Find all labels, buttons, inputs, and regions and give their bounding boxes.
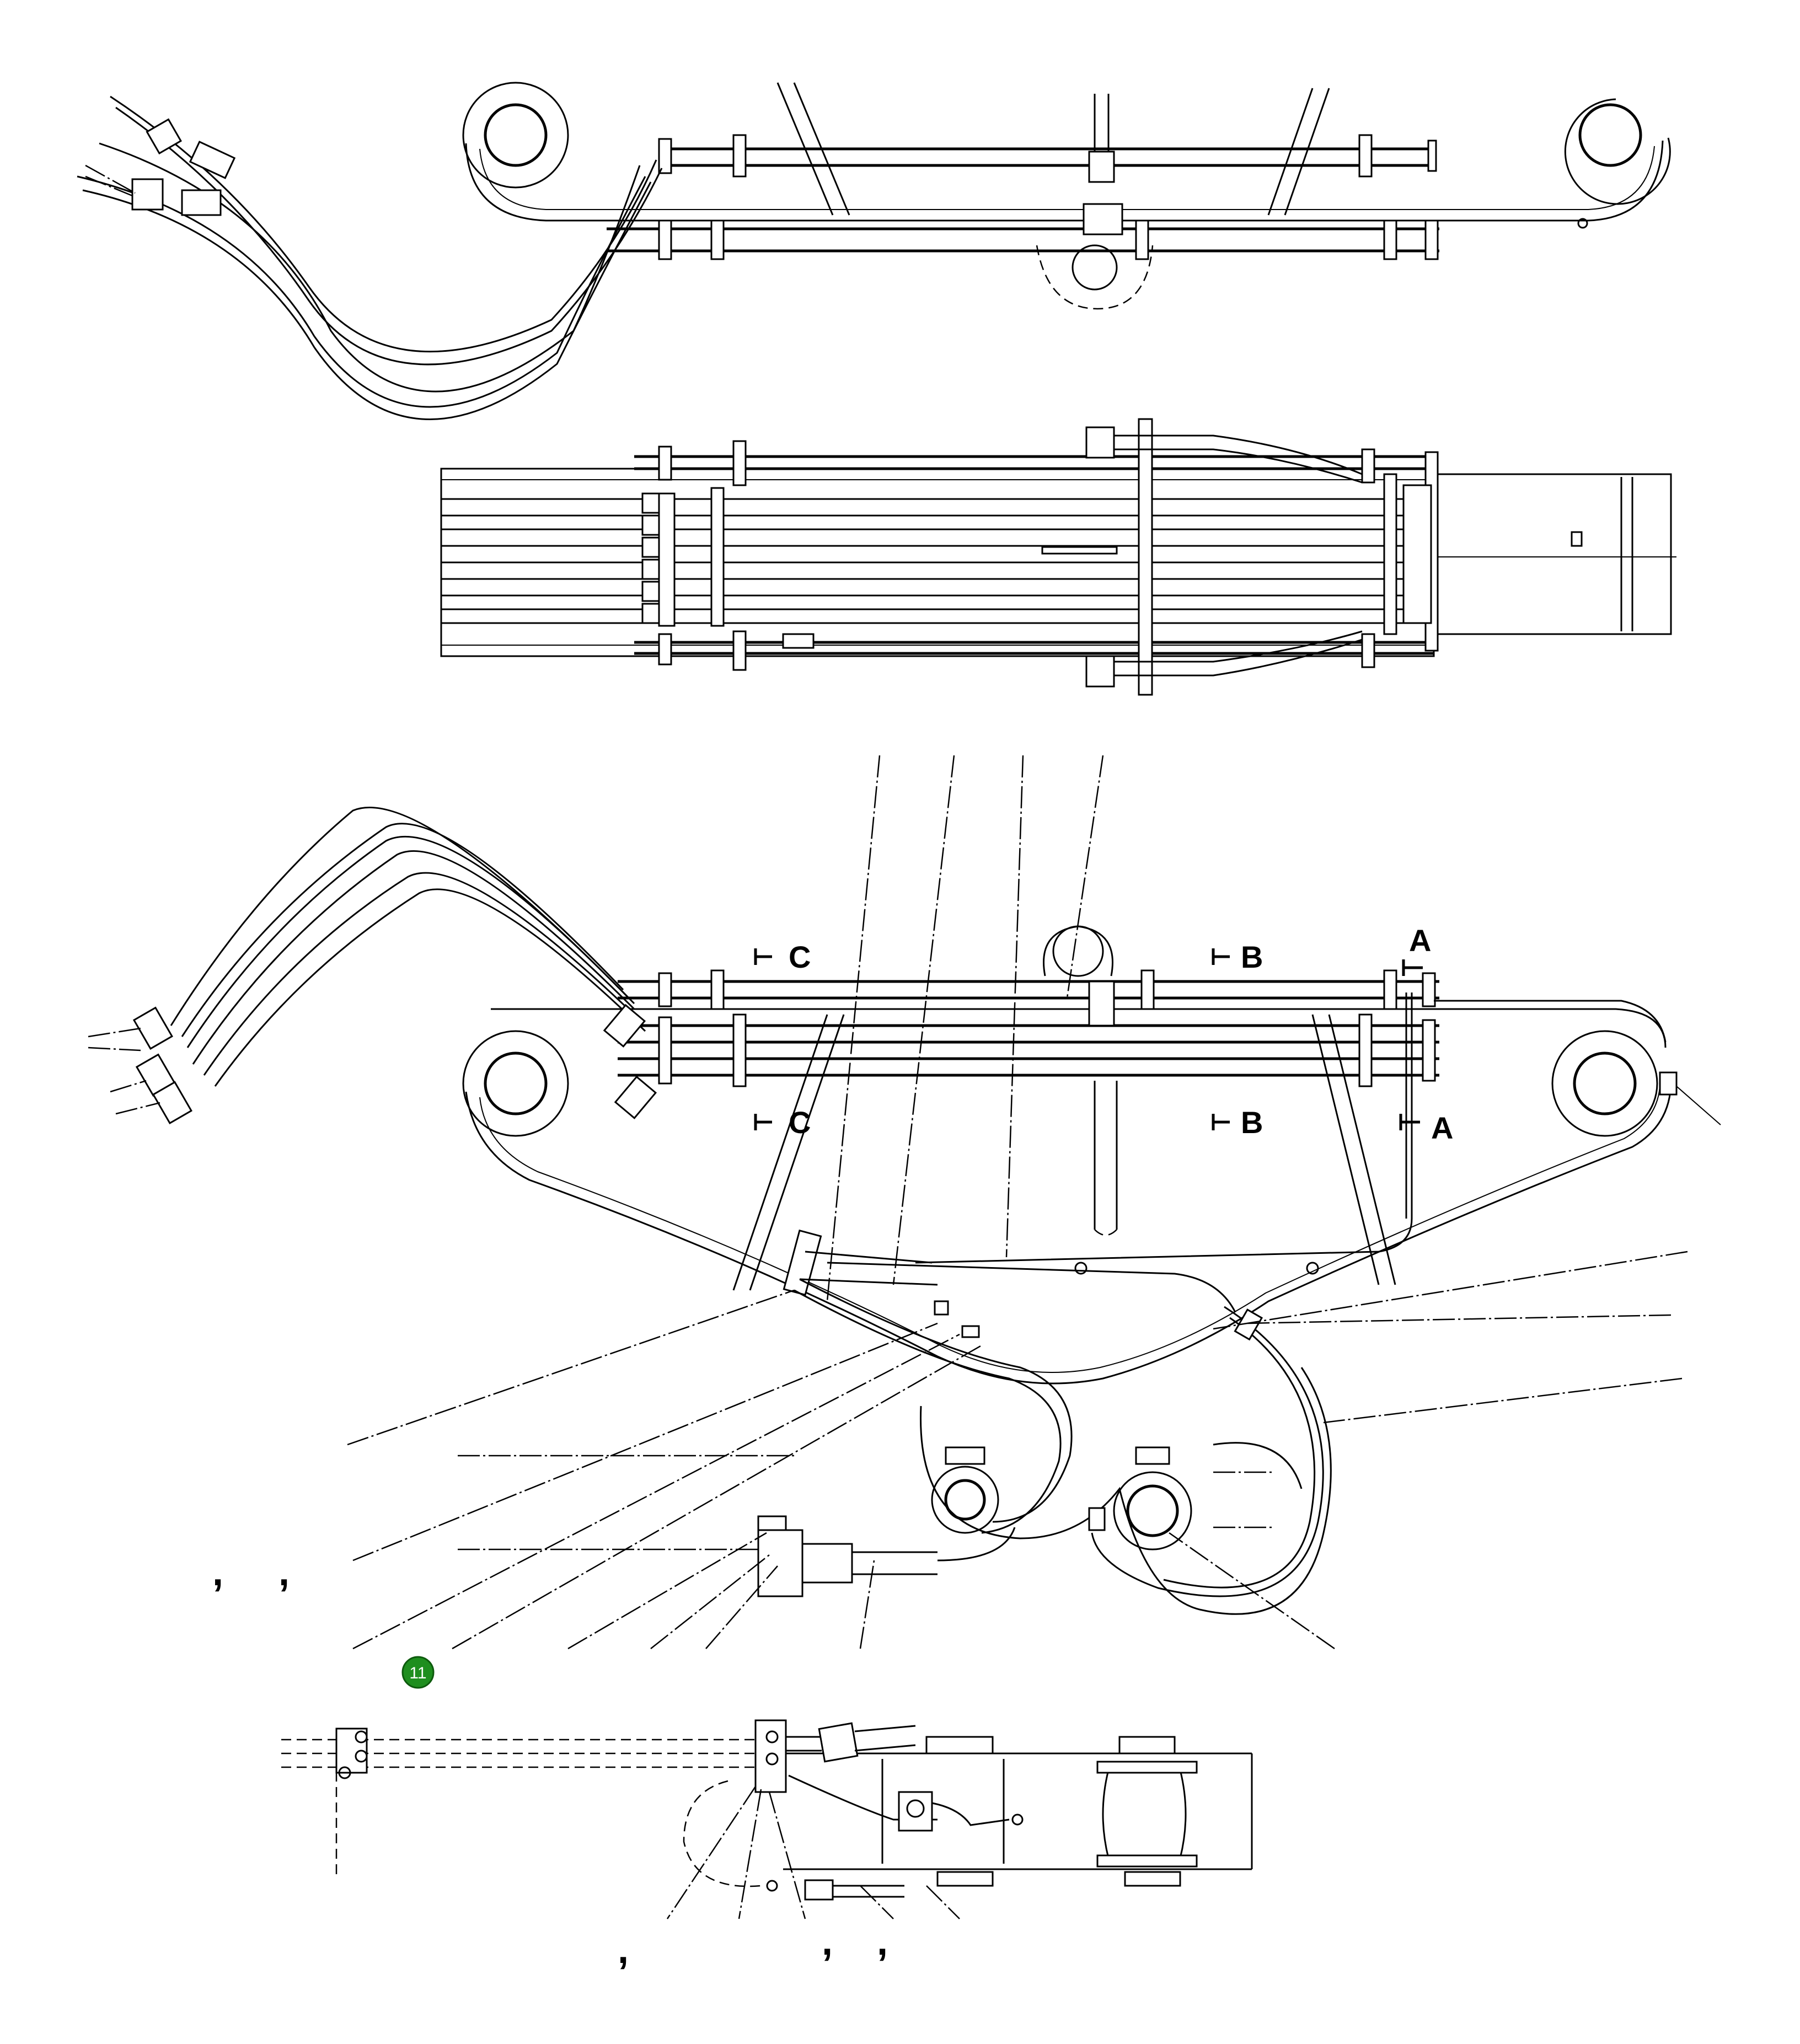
view-bottom-detail	[281, 1719, 1253, 1919]
separators: , , , , ,	[212, 1550, 888, 1972]
section-label-b-top: B	[1241, 940, 1263, 974]
separator-5: ,	[877, 1919, 888, 1963]
view-plan	[440, 418, 1676, 696]
separator-4: ,	[822, 1919, 833, 1963]
section-marker-c-top: C	[754, 940, 811, 974]
separator-3: ,	[618, 1928, 629, 1972]
section-label-b-bottom: B	[1241, 1105, 1263, 1140]
separator-2: ,	[278, 1550, 290, 1594]
section-label-a-bottom: A	[1431, 1110, 1453, 1145]
section-label-c-bottom: C	[789, 1105, 811, 1140]
separator-1: ,	[212, 1550, 223, 1594]
section-marker-c-bottom: C	[754, 1105, 811, 1140]
section-marker-a-top: A	[1402, 923, 1431, 976]
callout-badge-label: 11	[409, 1664, 426, 1682]
view-top-side	[77, 82, 1671, 420]
section-label-a-top: A	[1409, 923, 1431, 958]
tube-fittings	[641, 492, 676, 627]
section-label-c-top: C	[789, 940, 811, 974]
section-marker-a-bottom: A	[1399, 1110, 1453, 1145]
leader-lines	[347, 755, 1688, 1650]
view-main-side: C B A C B A	[88, 806, 1721, 1615]
section-marker-b-top: B	[1212, 940, 1263, 974]
callout-badge[interactable]: 11	[401, 1656, 435, 1689]
section-marker-b-bottom: B	[1212, 1105, 1263, 1140]
